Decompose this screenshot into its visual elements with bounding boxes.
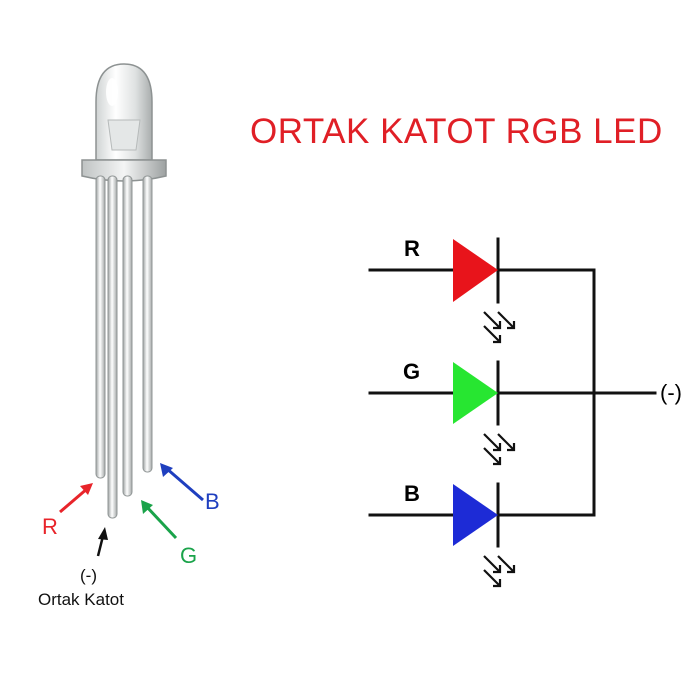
diode-red — [453, 239, 498, 302]
diode-green — [453, 362, 498, 424]
arrow-red — [59, 483, 93, 514]
pin-label-g: G — [180, 543, 198, 568]
arrow-blue — [160, 463, 204, 502]
pin-label-r: R — [42, 514, 58, 539]
pin-red-leg — [95, 175, 106, 479]
cathode-symbol-label: (-) — [80, 566, 97, 585]
diagram-title: ORTAK KATOT RGB LED — [250, 112, 663, 151]
common-terminal-label: (-) — [660, 380, 682, 405]
led-inner-frame — [107, 119, 141, 151]
schematic-label-r: R — [404, 236, 420, 261]
pin-green-leg — [122, 175, 133, 497]
emission-arrows-r — [483, 311, 516, 344]
arrow-green — [141, 500, 178, 540]
pin-blue-leg — [142, 175, 153, 473]
arrow-cathode — [96, 527, 108, 557]
pin-cathode-leg — [107, 175, 118, 519]
diode-blue — [453, 484, 498, 546]
schematic-label-g: G — [403, 359, 421, 384]
schematic-label-b: B — [404, 481, 420, 506]
led-dome-highlight — [106, 78, 118, 106]
pin-label-b: B — [205, 489, 220, 514]
cathode-caption: Ortak Katot — [38, 590, 124, 609]
emission-arrows-b — [483, 555, 516, 588]
emission-arrows-g — [483, 433, 516, 466]
